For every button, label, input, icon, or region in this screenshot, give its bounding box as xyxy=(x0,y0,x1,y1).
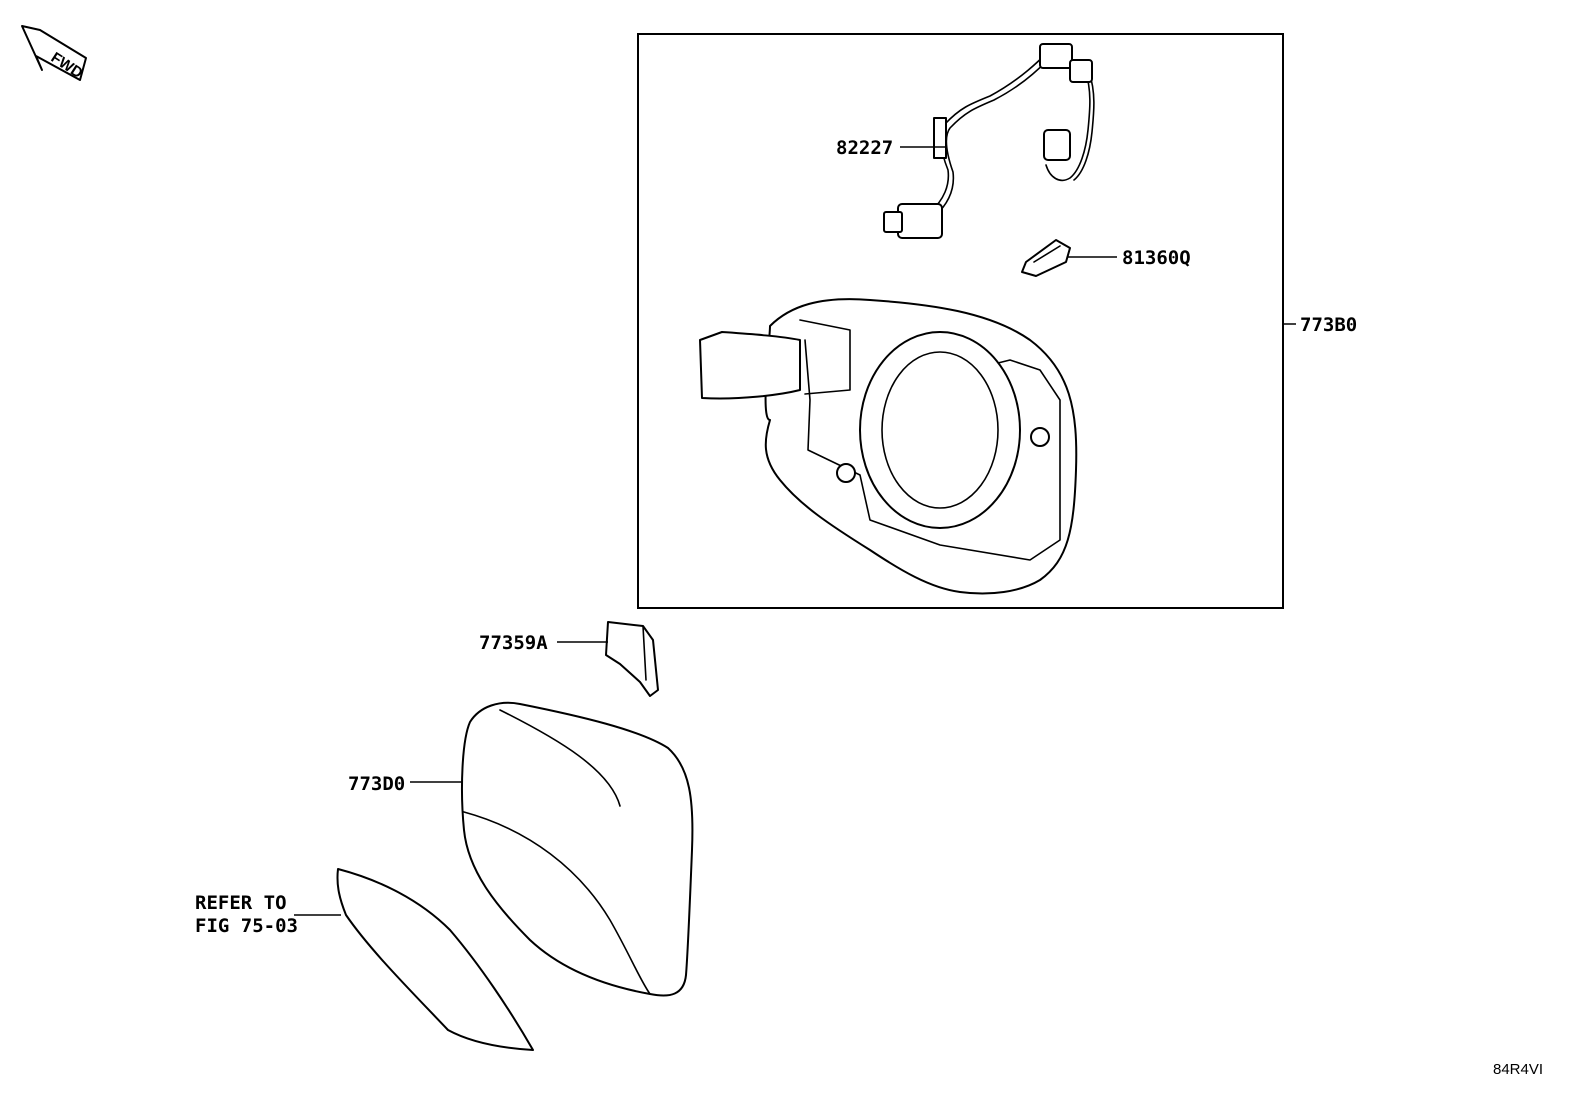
connector-top xyxy=(1039,43,1073,69)
clip-part xyxy=(605,621,659,697)
connector-bottom xyxy=(897,203,943,239)
figure-code: 84R4VI xyxy=(1493,1061,1543,1078)
connector-right xyxy=(1069,59,1093,83)
lamp-housing-part xyxy=(699,298,1078,595)
callout-77359a[interactable]: 77359A xyxy=(479,632,548,654)
mirror-glass-part xyxy=(336,868,534,1051)
reference-note-line2: FIG 75-03 xyxy=(195,915,298,937)
mirror-cover-part xyxy=(461,701,694,997)
reference-note-line1: REFER TO xyxy=(195,892,287,914)
fwd-arrow-icon: FWD xyxy=(21,25,87,82)
assembly-frame xyxy=(637,33,1284,609)
harness-clip xyxy=(933,117,947,159)
callout-773d0[interactable]: 773D0 xyxy=(348,773,405,795)
callout-82227[interactable]: 82227 xyxy=(836,137,893,159)
bulb-part xyxy=(1021,239,1071,277)
callout-81360q[interactable]: 81360Q xyxy=(1122,247,1191,269)
connector-socket xyxy=(1043,129,1071,161)
wire-harness-part xyxy=(883,43,1095,239)
callout-773b0[interactable]: 773B0 xyxy=(1300,314,1357,336)
